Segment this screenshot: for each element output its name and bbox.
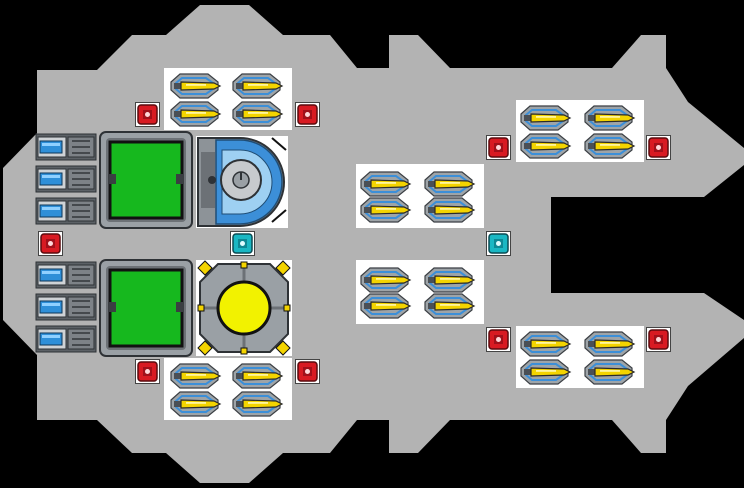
engine-bank-upper [35, 133, 97, 225]
missile-turret-icon[interactable] [520, 133, 571, 159]
missile-turret-icon[interactable] [170, 101, 221, 127]
missile-turret-icon[interactable] [232, 101, 283, 127]
missile-turret-icon[interactable] [584, 105, 635, 131]
teal-hardpoint-icon[interactable] [485, 230, 512, 257]
reactor-block-icon[interactable] [98, 258, 194, 358]
engine-thruster-icon[interactable] [35, 293, 97, 321]
power-core-icon[interactable] [196, 260, 292, 356]
red-hardpoint-icon[interactable] [485, 134, 512, 161]
ship-hull [3, 5, 744, 483]
missile-turret-icon[interactable] [170, 363, 221, 389]
missile-turret-icon[interactable] [520, 359, 571, 385]
dome-bridge-icon[interactable] [196, 136, 288, 228]
missile-turret-icon[interactable] [170, 73, 221, 99]
missile-turret-icon[interactable] [232, 363, 283, 389]
missile-turret-icon[interactable] [424, 293, 475, 319]
missile-turret-icon[interactable] [360, 293, 411, 319]
missile-turret-icon[interactable] [232, 73, 283, 99]
red-hardpoint-icon[interactable] [485, 326, 512, 353]
missile-turret-icon[interactable] [520, 105, 571, 131]
red-hardpoint-icon[interactable] [134, 101, 161, 128]
engine-thruster-icon[interactable] [35, 133, 97, 161]
red-hardpoint-icon[interactable] [645, 326, 672, 353]
missile-turret-icon[interactable] [584, 359, 635, 385]
missile-turret-icon[interactable] [424, 171, 475, 197]
missile-turret-icon[interactable] [360, 197, 411, 223]
missile-turret-icon[interactable] [584, 133, 635, 159]
red-hardpoint-icon[interactable] [37, 230, 64, 257]
missile-turret-icon[interactable] [584, 331, 635, 357]
missile-turret-icon[interactable] [360, 171, 411, 197]
red-hardpoint-icon[interactable] [645, 134, 672, 161]
red-hardpoint-icon[interactable] [134, 358, 161, 385]
engine-bank-lower [35, 261, 97, 353]
reactor-block-icon[interactable] [98, 130, 194, 230]
engine-thruster-icon[interactable] [35, 261, 97, 289]
engine-thruster-icon[interactable] [35, 197, 97, 225]
engine-thruster-icon[interactable] [35, 325, 97, 353]
red-hardpoint-icon[interactable] [294, 101, 321, 128]
teal-hardpoint-icon[interactable] [229, 230, 256, 257]
missile-turret-icon[interactable] [424, 197, 475, 223]
missile-turret-icon[interactable] [232, 391, 283, 417]
missile-turret-icon[interactable] [170, 391, 221, 417]
missile-turret-icon[interactable] [424, 267, 475, 293]
red-hardpoint-icon[interactable] [294, 358, 321, 385]
missile-turret-icon[interactable] [360, 267, 411, 293]
missile-turret-icon[interactable] [520, 331, 571, 357]
engine-thruster-icon[interactable] [35, 165, 97, 193]
